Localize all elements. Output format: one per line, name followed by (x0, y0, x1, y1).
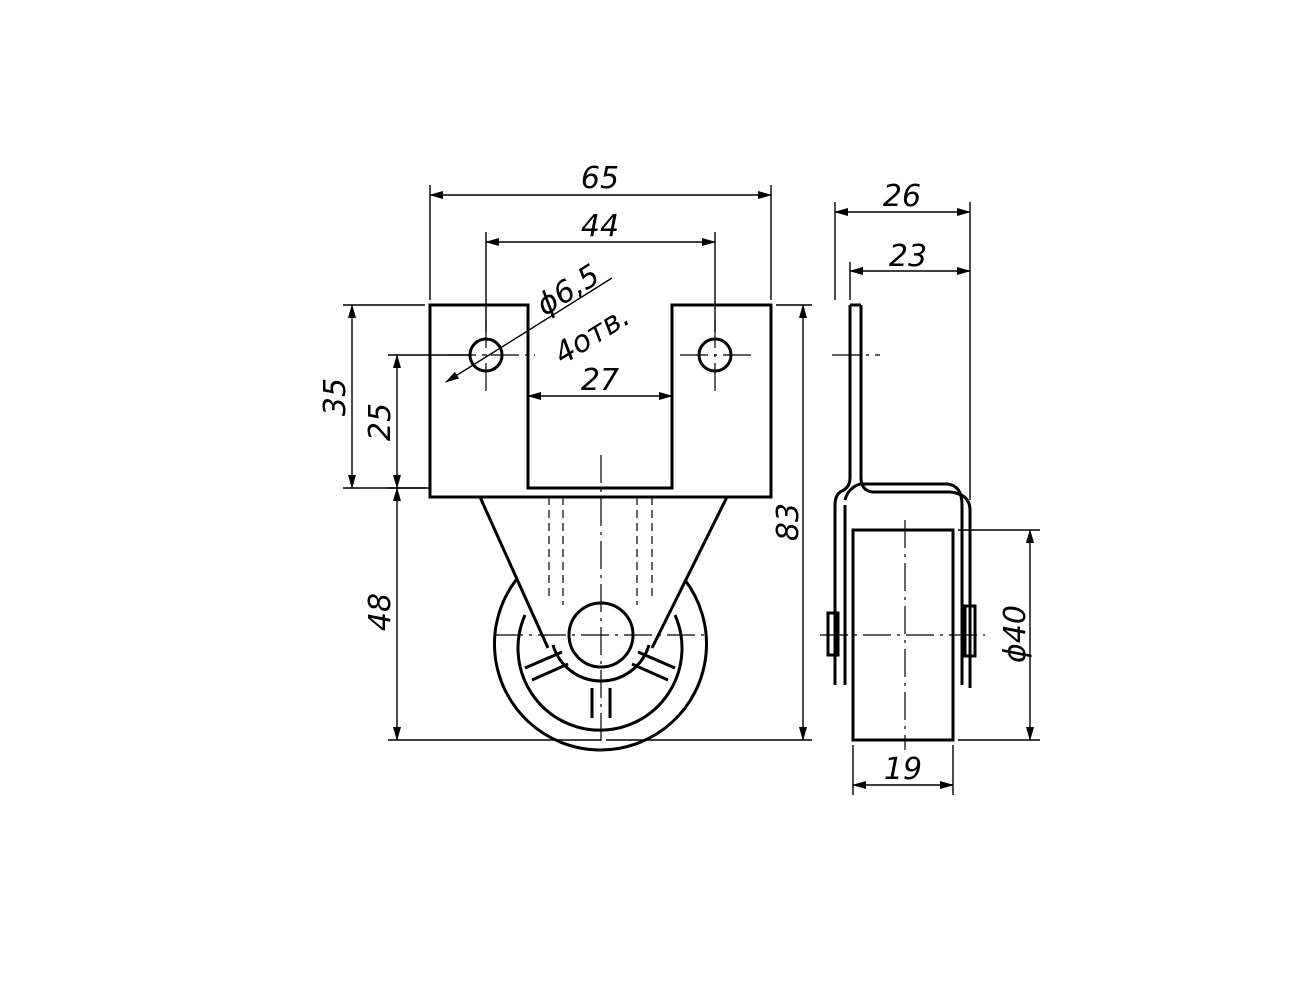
dim-27: 27 (581, 363, 619, 398)
dim-wheel-diameter: ϕ40 (998, 605, 1033, 663)
dim-19: 19 (884, 752, 922, 787)
dim-83: 83 (771, 503, 806, 541)
dim-35: 35 (318, 378, 353, 416)
side-bracket-outer (833, 305, 852, 685)
wheel-spoke-right (631, 650, 676, 682)
side-view (820, 303, 985, 750)
dim-65: 65 (581, 161, 619, 196)
side-center-lines (820, 354, 985, 750)
mounting-plate (428, 303, 773, 499)
wheel-spoke-bottom (590, 688, 612, 718)
side-bracket-fold (843, 482, 964, 685)
center-lines (448, 320, 752, 745)
hole-leader (445, 277, 613, 383)
wheel-outer (493, 579, 708, 752)
axle-cap-right (963, 604, 977, 658)
wheel-inner (516, 614, 684, 732)
dim-48: 48 (363, 593, 398, 631)
dim-44: 44 (581, 209, 619, 244)
front-view (428, 277, 773, 752)
wheel-spoke-left (524, 650, 569, 682)
dim-23: 23 (889, 239, 927, 274)
axle-cap-left (826, 611, 840, 657)
dimensions: 65 44 27 ϕ6,5 4отв. 35 25 48 83 26 (318, 161, 1040, 795)
bracket-right-leg (650, 496, 729, 649)
bracket-left-leg (478, 496, 550, 649)
dim-26: 26 (883, 179, 921, 214)
dim-25: 25 (363, 403, 398, 441)
